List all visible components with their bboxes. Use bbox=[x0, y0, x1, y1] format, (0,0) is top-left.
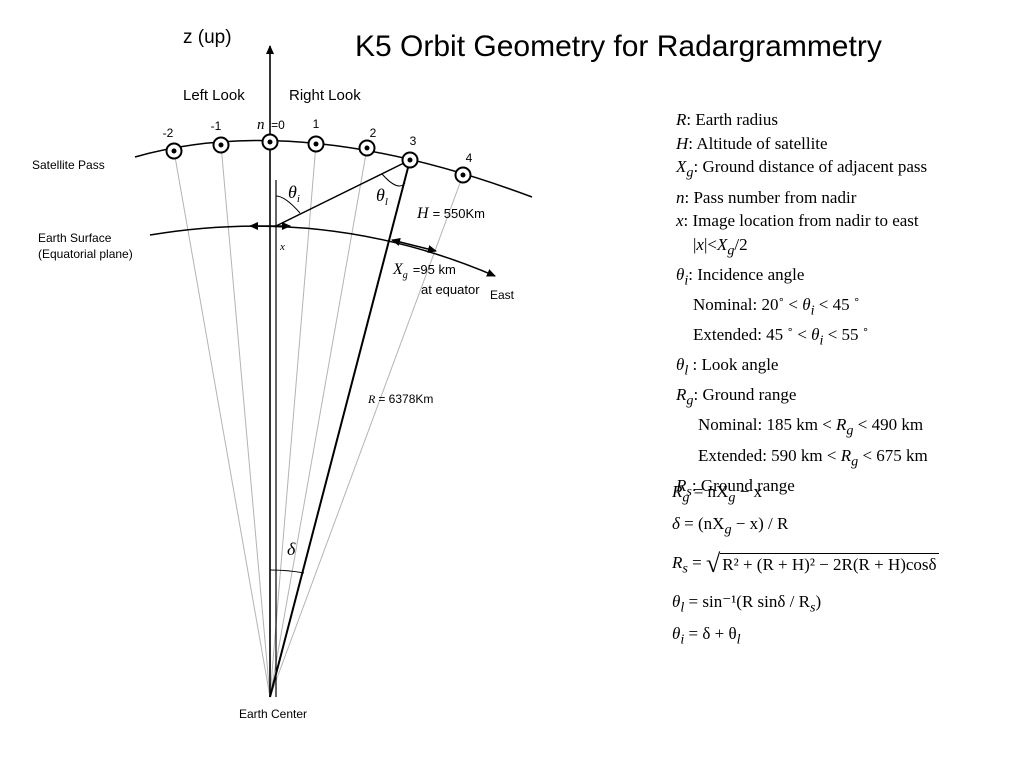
legend-rg: Rg: Ground range bbox=[676, 385, 797, 409]
equations: Rg = nXg − x δ = (nXg − x) / R Rs = √R² … bbox=[672, 476, 939, 650]
earth-center-label: Earth Center bbox=[239, 707, 307, 721]
equation-rg: Rg = nXg − x bbox=[672, 482, 763, 506]
radial-lines bbox=[173, 143, 464, 698]
page-title: K5 Orbit Geometry for Radargrammetry bbox=[355, 30, 882, 63]
pass-label-m2: -2 bbox=[163, 126, 174, 140]
pass-label-2: 2 bbox=[370, 126, 377, 140]
xg-double-arrow bbox=[391, 238, 437, 253]
legend-rg-nominal: Nominal: 185 km < Rg < 490 km bbox=[698, 415, 924, 439]
theta-l-label: θl bbox=[376, 185, 388, 208]
legend-theta-l: θl : Look angle bbox=[676, 355, 779, 379]
at-equator-label: at equator bbox=[421, 282, 480, 297]
earth-surface-label: Earth Surface bbox=[38, 231, 112, 245]
theta-i-arc bbox=[275, 195, 301, 214]
n-symbol: n bbox=[257, 117, 265, 133]
legend-theta-i-nominal: Nominal: 20˚ < θi < 45 ˚ bbox=[693, 295, 860, 319]
right-look-label: Right Look bbox=[289, 87, 361, 104]
legend-x: x: Image location from nadir to east bbox=[676, 211, 919, 231]
earth-surface-arc bbox=[149, 225, 496, 277]
legend-rg-extended: Extended: 590 km < Rg < 675 km bbox=[698, 445, 928, 469]
x-label: x bbox=[279, 241, 285, 253]
satellite-pass-label: Satellite Pass bbox=[32, 158, 105, 172]
satellite-markers bbox=[165, 133, 472, 184]
legend-xg: Xg: Ground distance of adjacent pass bbox=[676, 157, 928, 181]
satellite-pass-arc bbox=[134, 139, 533, 198]
theta-i-label: θi bbox=[288, 182, 300, 205]
r-label: R= 6378Km bbox=[367, 392, 433, 406]
legend-r: R: Earth radius bbox=[676, 110, 778, 129]
legend-x-condition: |x|<Xg/2 bbox=[693, 234, 748, 259]
equation-theta-i: θi = δ + θl bbox=[672, 624, 741, 648]
legend-h: H: Altitude of satellite bbox=[676, 133, 828, 153]
pass-label-1: 1 bbox=[313, 117, 320, 131]
h-label: H= 550Km bbox=[416, 205, 485, 222]
z-up-label: z (up) bbox=[183, 27, 232, 48]
legend-n: n: Pass number from nadir bbox=[676, 187, 857, 207]
equatorial-plane-label: (Equatorial plane) bbox=[38, 247, 133, 261]
equation-rs: Rs = √R² + (R + H)² − 2R(R + H)cosδ bbox=[672, 549, 939, 579]
equation-theta-l: θl = sin⁻¹(R sinδ / Rs) bbox=[672, 592, 822, 616]
pass-label-0: =0 bbox=[271, 118, 285, 132]
legend-theta-i: θi: Incidence angle bbox=[676, 265, 805, 289]
pass-label-m1: -1 bbox=[211, 119, 222, 133]
left-look-label: Left Look bbox=[183, 87, 245, 104]
legend-rs: Rs: Ground range bbox=[676, 475, 795, 500]
theta-l-arc bbox=[381, 173, 406, 187]
east-label: East bbox=[490, 288, 515, 302]
radius-line bbox=[269, 159, 411, 698]
equation-delta: δ = (nXg − x) / R bbox=[672, 514, 789, 538]
legend: R: Earth radius H: Altitude of satellite… bbox=[676, 108, 928, 504]
delta-label: δ bbox=[287, 539, 296, 559]
legend-theta-i-extended: Extended: 45 ˚ < θi < 55 ˚ bbox=[693, 325, 869, 349]
delta-arc bbox=[269, 569, 305, 574]
pass-label-4: 4 bbox=[466, 151, 473, 165]
pass-number-labels: -2 -1 =0 1 2 3 4 bbox=[163, 117, 473, 165]
xg-label: Xg=95 km bbox=[392, 261, 456, 281]
pass-label-3: 3 bbox=[410, 134, 417, 148]
slant-range-line bbox=[275, 159, 411, 227]
